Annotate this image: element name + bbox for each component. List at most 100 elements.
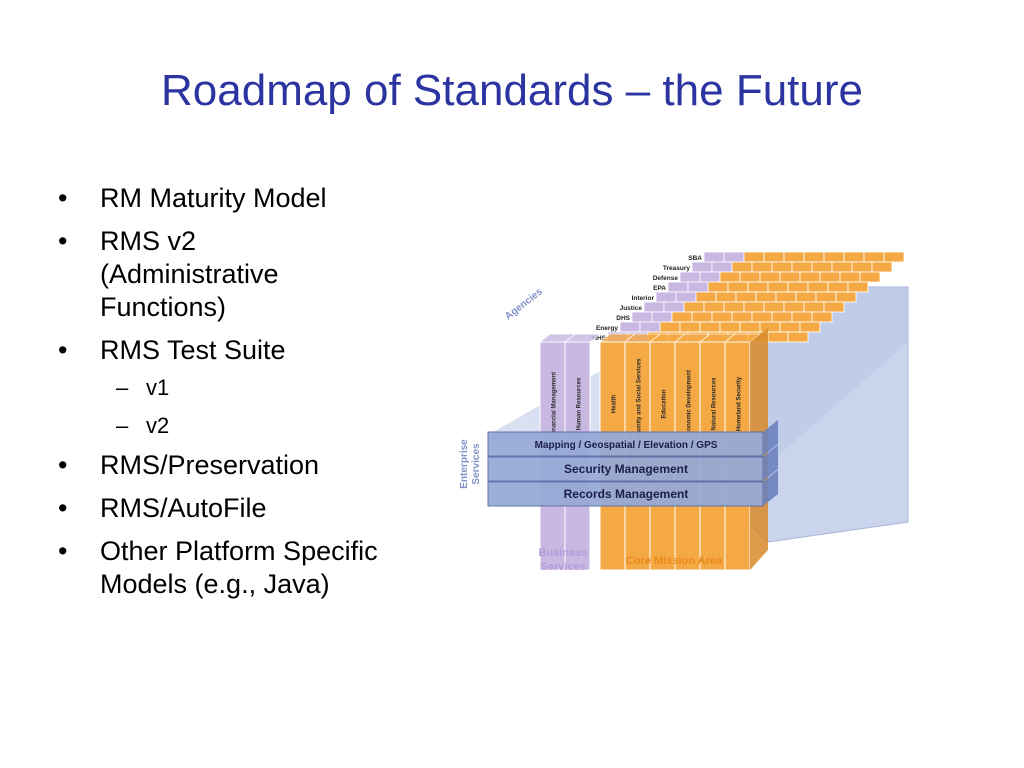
- column-label: Education: [662, 389, 668, 418]
- service-layer-side: [763, 445, 778, 481]
- mission-grid-cell: [827, 281, 849, 293]
- bullet-item: RMS/Preservation: [58, 449, 448, 482]
- mission-grid-cell: [719, 321, 741, 333]
- mission-grid-cell: [771, 311, 793, 323]
- mission-grid-cell: [707, 281, 729, 293]
- business-grid-cell: [663, 301, 685, 313]
- mission-grid-cell: [791, 261, 813, 273]
- column-label: Human Resources: [577, 377, 583, 430]
- business-grid-cell: [675, 291, 697, 303]
- mission-grid-cell: [695, 291, 717, 303]
- mission-grid-cell: [731, 261, 753, 273]
- mission-grid-cell: [719, 271, 741, 283]
- mission-grid-cell: [803, 251, 825, 263]
- service-layer-label: Mapping / Geospatial / Elevation / GPS: [535, 440, 718, 451]
- mission-grid-cell: [811, 261, 833, 273]
- business-grid-cell: [691, 261, 713, 273]
- business-services-label: Business: [539, 547, 588, 559]
- sub-bullet-item: v1: [58, 373, 448, 402]
- mission-grid-cell: [727, 281, 749, 293]
- service-layer-side: [763, 470, 778, 506]
- mission-grid-cell: [819, 271, 841, 283]
- mission-grid-cell: [779, 271, 801, 283]
- mission-grid-cell: [843, 251, 865, 263]
- agency-label: SBA: [688, 255, 702, 262]
- mission-grid-cell: [751, 311, 773, 323]
- column-label: Economic Development: [687, 370, 693, 438]
- bullet-item: RM Maturity Model: [58, 182, 448, 215]
- mission-grid-cell: [755, 291, 777, 303]
- mission-column-top: [723, 333, 762, 343]
- agency-label: Interior: [632, 295, 655, 302]
- mission-grid-cell: [791, 311, 813, 323]
- business-grid-cell: [679, 271, 701, 283]
- mission-grid-cell: [699, 321, 721, 333]
- bullet-item: RMS/AutoFile: [58, 492, 448, 525]
- mission-grid-cell: [703, 301, 725, 313]
- mission-grid-cell: [795, 291, 817, 303]
- agency-label: Defense: [653, 275, 679, 282]
- mission-grid-cell: [735, 291, 757, 303]
- mission-grid-cell: [799, 271, 821, 283]
- mission-grid-cell: [659, 321, 681, 333]
- mission-grid-cell: [743, 301, 765, 313]
- mission-grid-cell: [831, 261, 853, 273]
- mission-grid-cell: [771, 261, 793, 273]
- business-grid-cell: [687, 281, 709, 293]
- mission-grid-cell: [763, 251, 785, 263]
- mission-grid-cell: [751, 261, 773, 273]
- mission-grid-cell: [787, 281, 809, 293]
- service-layer: [487, 431, 764, 457]
- business-services-label: Services: [540, 561, 585, 573]
- core-mission-area-label: Core Mission Area: [626, 555, 723, 567]
- mission-grid-cell: [767, 281, 789, 293]
- business-column-top: [563, 333, 602, 343]
- business-grid-cell: [639, 321, 661, 333]
- sub-bullet-item: v2: [58, 411, 448, 440]
- mission-grid-cell: [671, 311, 693, 323]
- mission-grid-cell: [851, 261, 873, 273]
- slide-title: Roadmap of Standards – the Future: [161, 66, 863, 115]
- agency-label: Treasury: [663, 265, 690, 272]
- mission-grid-cell: [823, 251, 845, 263]
- bullet-list: RM Maturity Model RMS v2 (Administrative…: [58, 182, 448, 611]
- business-grid-cell: [619, 321, 641, 333]
- column-label: Community and Social Services: [637, 358, 643, 450]
- mission-grid-cell: [871, 261, 893, 273]
- business-grid-cell: [655, 291, 677, 303]
- agency-label: EPA: [653, 285, 666, 292]
- mission-grid-cell: [679, 321, 701, 333]
- agency-label: Energy: [596, 325, 618, 332]
- service-layer: [487, 481, 764, 507]
- bullet-item: Other Platform Specific Models (e.g., Ja…: [58, 535, 440, 601]
- mission-grid-cell: [859, 271, 881, 283]
- mission-grid-cell: [787, 331, 809, 343]
- mission-grid-cell: [723, 301, 745, 313]
- mission-grid-cell: [847, 281, 869, 293]
- business-grid-cell: [631, 311, 653, 323]
- mission-grid-cell: [783, 301, 805, 313]
- mission-grid-cell: [767, 331, 789, 343]
- mission-grid-cell: [731, 311, 753, 323]
- business-grid-cell: [667, 281, 689, 293]
- business-grid-cell: [651, 311, 673, 323]
- service-layer: [487, 456, 764, 482]
- column-label: Homeland Security: [737, 376, 743, 431]
- mission-grid-cell: [775, 291, 797, 303]
- mission-grid-cell: [815, 291, 837, 303]
- mission-grid-cell: [683, 301, 705, 313]
- mission-grid-cell: [883, 251, 905, 263]
- mission-grid-cell: [823, 301, 845, 313]
- column-label: Natural Resources: [712, 377, 718, 431]
- mission-grid-cell: [763, 301, 785, 313]
- agency-label: DHS: [616, 315, 630, 322]
- bullet-item: RMS v2 (Administrative Functions): [58, 225, 350, 324]
- mission-grid-cell: [759, 271, 781, 283]
- mission-grid-cell: [743, 251, 765, 263]
- business-grid-cell: [723, 251, 745, 263]
- mission-grid-cell: [803, 301, 825, 313]
- mission-grid-cell: [691, 311, 713, 323]
- service-layer-label: Records Management: [564, 487, 689, 501]
- service-layer-side: [763, 420, 778, 456]
- business-grid-cell: [711, 261, 733, 273]
